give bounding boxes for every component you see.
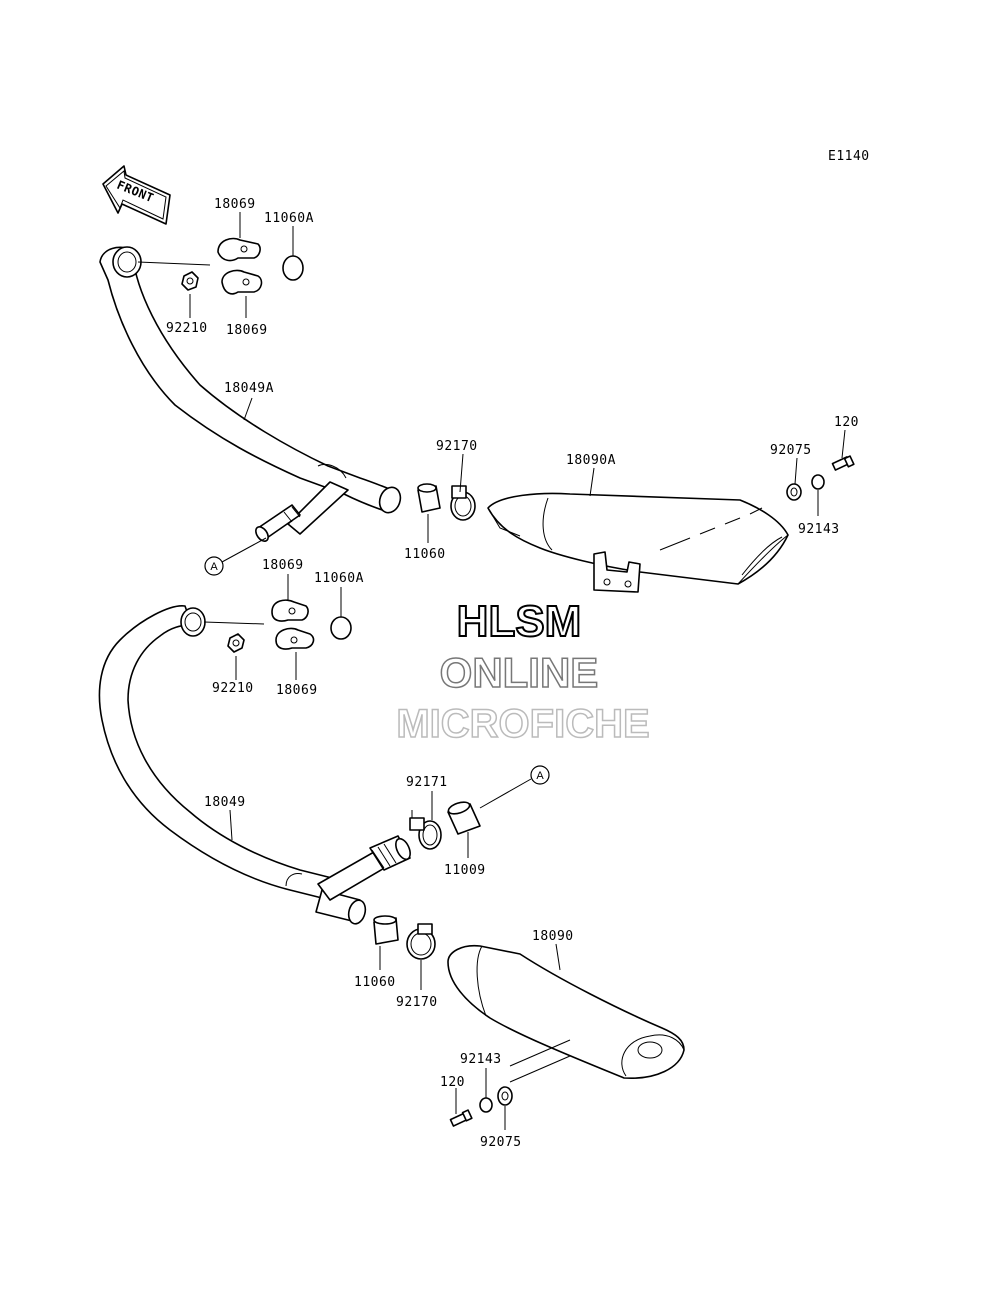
nut-92210-lower — [227, 633, 245, 653]
ref-marker-A-upper: A — [204, 556, 224, 576]
label-92075-lower: 92075 — [480, 1135, 522, 1150]
label-11060-upper: 11060 — [404, 547, 446, 562]
leader-lines — [137, 212, 846, 1130]
bolt-120-upper — [831, 455, 855, 471]
label-18069-upper-top: 18069 — [214, 197, 256, 212]
diagram-code: E1140 — [828, 149, 870, 164]
gasket-11060-upper — [417, 483, 441, 513]
grommet-92075-upper — [786, 483, 802, 501]
flange-18069-lower-bottom — [275, 627, 315, 650]
clamp-92171 — [409, 810, 442, 850]
label-11060A-lower: 11060A — [314, 571, 364, 586]
gasket-ring-11060A-lower — [330, 616, 352, 640]
gasket-ring-11060A-upper — [282, 255, 304, 281]
flange-18069-upper-top — [217, 237, 261, 262]
label-92143-lower: 92143 — [460, 1052, 502, 1067]
label-18069-upper-bottom: 18069 — [226, 323, 268, 338]
flange-18069-upper-bottom — [221, 269, 263, 295]
label-92171: 92171 — [406, 775, 448, 790]
label-92170-lower: 92170 — [396, 995, 438, 1010]
label-120-lower: 120 — [440, 1075, 465, 1090]
muffler-18090A — [487, 492, 789, 593]
gasket-11009 — [447, 801, 481, 835]
label-11060-lower: 11060 — [354, 975, 396, 990]
label-92210-upper: 92210 — [166, 321, 208, 336]
label-92075-upper: 92075 — [770, 443, 812, 458]
svg-text:A: A — [210, 561, 218, 573]
watermark-line-2: ONLINE — [440, 649, 599, 696]
header-pipe-18049A — [99, 246, 402, 542]
label-11009: 11009 — [444, 863, 486, 878]
clamp-92170-upper — [450, 485, 476, 521]
label-120-upper: 120 — [834, 415, 859, 430]
flange-18069-lower-top — [271, 599, 309, 622]
label-18090: 18090 — [532, 929, 574, 944]
muffler-18090 — [447, 944, 685, 1083]
ref-marker-A-lower: A — [530, 765, 550, 785]
watermark-line-1: HLSM — [457, 597, 582, 646]
bolt-120-lower — [449, 1109, 473, 1127]
label-18049: 18049 — [204, 795, 246, 810]
label-11060A-upper: 11060A — [264, 211, 314, 226]
header-pipe-18049 — [98, 605, 411, 925]
grommet-92075-lower — [497, 1086, 513, 1106]
watermark-line-3: MICROFICHE — [396, 702, 649, 746]
svg-text:A: A — [536, 770, 544, 782]
label-92143-upper: 92143 — [798, 522, 840, 537]
gasket-11060-lower — [373, 915, 399, 945]
label-18049A: 18049A — [224, 381, 274, 396]
collar-92143-upper — [811, 474, 825, 490]
collar-92143-lower — [479, 1097, 493, 1113]
label-18090A: 18090A — [566, 453, 616, 468]
label-92170-upper: 92170 — [436, 439, 478, 454]
label-18069-lower-bottom: 18069 — [276, 683, 318, 698]
nut-92210-upper — [181, 271, 199, 291]
watermark: HLSM ONLINE MICROFICHE — [396, 596, 651, 747]
front-arrow-icon: FRONT — [102, 165, 171, 225]
label-92210-lower: 92210 — [212, 681, 254, 696]
clamp-92170-lower — [406, 923, 436, 960]
label-18069-lower-top: 18069 — [262, 558, 304, 573]
